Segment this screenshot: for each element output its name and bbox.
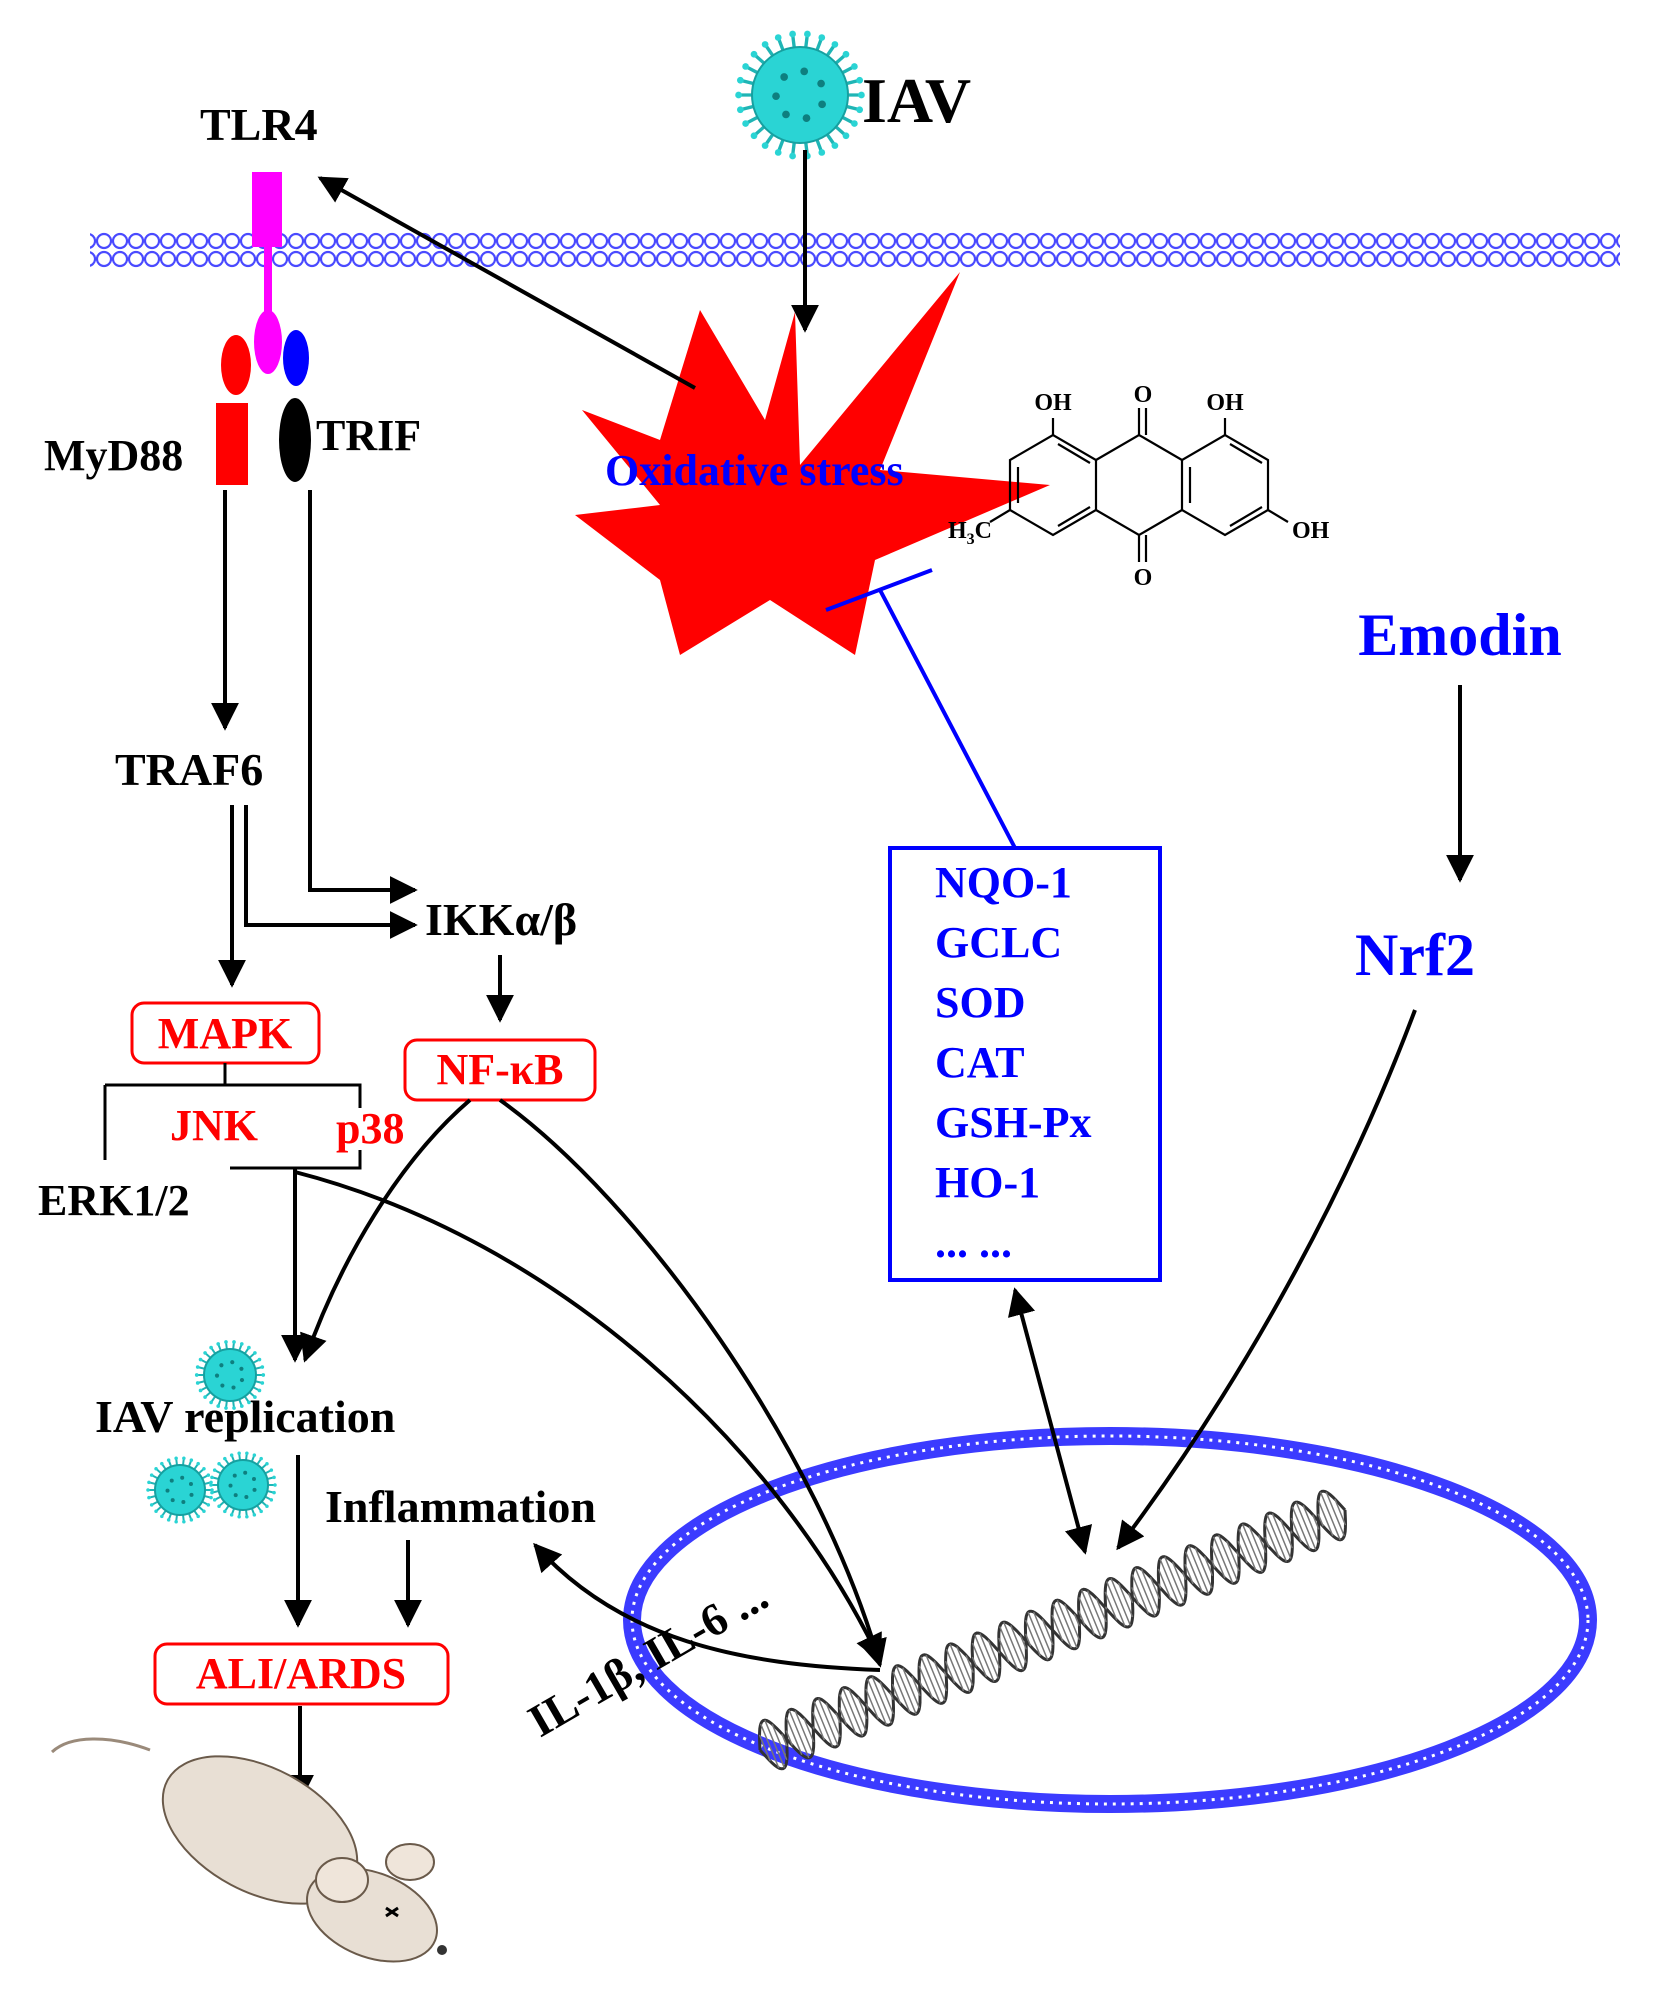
inflammation-label: Inflammation	[325, 1481, 596, 1532]
ali-ards-box	[153, 1642, 450, 1706]
iav-particle-icon	[209, 1451, 277, 1519]
mapk-family-bracket	[103, 1063, 362, 1170]
cytokines-label: IL-1β, IL-6 ...	[520, 1569, 777, 1747]
emodin-structure-icon	[989, 408, 1289, 562]
nfkb-to-nucleus-arrow	[498, 1098, 887, 1668]
emodin-oh-label: OH	[1034, 390, 1072, 416]
tlr4-receptor-icon	[252, 172, 282, 374]
erk-label: ERK1/2	[38, 1176, 190, 1225]
oxidative-stress-burst-icon	[575, 272, 1050, 655]
myd88-label: MyD88	[44, 431, 183, 480]
emodin-label: Emodin	[1358, 602, 1561, 668]
oxidative-stress-label: Oxidative stress	[605, 446, 904, 495]
jnk-label: JNK	[170, 1101, 258, 1150]
ali-ards-label: ALI/ARDS	[196, 1649, 406, 1698]
cell-membrane	[90, 228, 1620, 278]
pathway-arrows	[211, 150, 1474, 1803]
iav-label: IAV	[862, 65, 971, 136]
emodin-oh-label: OH	[1292, 518, 1330, 544]
emodin-methyl-label: H3C	[948, 518, 992, 548]
antioxidant-genes-box	[888, 846, 1162, 1282]
traf6-to-ikk-arrow	[244, 805, 418, 939]
antioxidant-gene-item: HO-1	[935, 1158, 1040, 1207]
nucleus-to-inflammation-arrow	[533, 1542, 881, 1672]
nucleus-to-genes-arrow	[1007, 1287, 1093, 1555]
emodin-oh-label: OH	[1206, 390, 1244, 416]
iav-replication-label: IAV replication	[95, 1391, 395, 1442]
trif-to-ikk-arrow	[308, 490, 418, 904]
antioxidant-gene-item: CAT	[935, 1038, 1025, 1087]
mapk-to-nucleus-arrow	[294, 1170, 882, 1663]
p38-label: p38	[336, 1104, 404, 1153]
nfkb-label: NF-κB	[436, 1045, 563, 1094]
myd88-adaptor-icon	[216, 335, 251, 485]
emodin-ketone-label: O	[1134, 565, 1153, 591]
trif-adaptor-icon	[279, 330, 311, 482]
tlr4-label: TLR4	[200, 99, 318, 150]
traf6-label: TRAF6	[115, 744, 263, 795]
emodin-ketone-label: O	[1134, 382, 1153, 408]
antioxidant-gene-item: GSH-Px	[935, 1098, 1091, 1147]
ikk-label: IKKα/β	[425, 894, 577, 945]
stress-to-tlr4-arrow	[317, 176, 696, 390]
nrf2-to-nucleus-arrow	[1116, 1009, 1417, 1551]
mapk-label: MAPK	[158, 1009, 292, 1058]
iav-virus-icon	[735, 30, 865, 160]
antioxidant-gene-item: SOD	[935, 978, 1025, 1027]
iav-particle-icon	[194, 1340, 266, 1410]
nrf2-label: Nrf2	[1355, 922, 1475, 988]
nfkb-to-replication-arrow	[300, 1098, 472, 1363]
iav-particle-icon	[146, 1456, 214, 1524]
antioxidant-gene-item: NQO-1	[935, 858, 1072, 907]
antioxidant-gene-item: ... ...	[935, 1218, 1012, 1267]
trif-label: TRIF	[316, 411, 421, 460]
mouse-icon	[50, 1737, 447, 1963]
dna-helix-icon	[757, 1489, 1348, 1771]
antioxidant-gene-item: GCLC	[935, 918, 1062, 967]
genes-inhibit-stress-connector	[825, 568, 1017, 849]
